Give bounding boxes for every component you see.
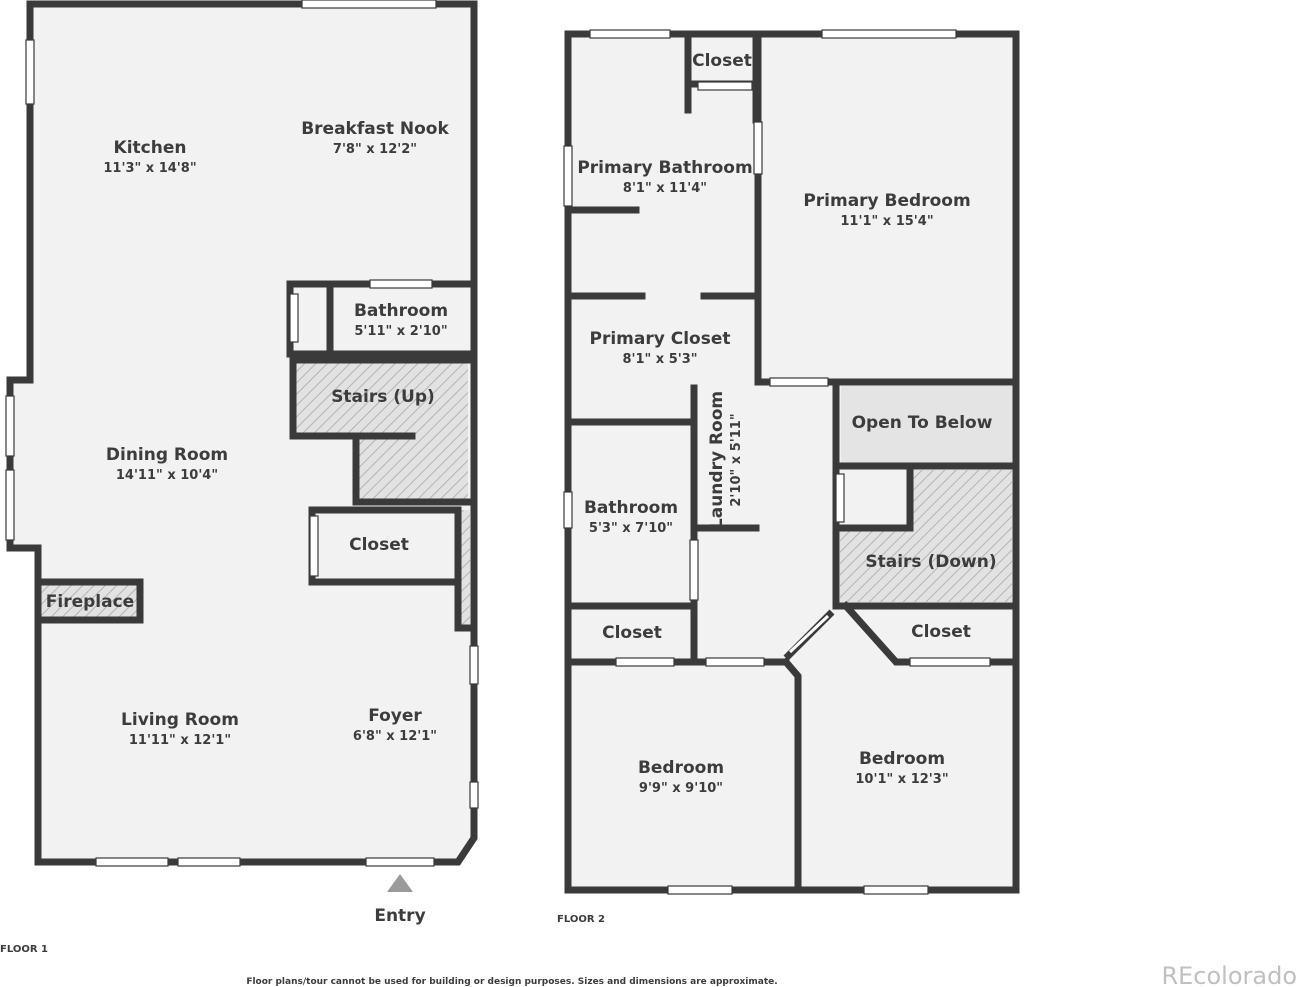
door-opening bbox=[615, 657, 675, 667]
door-entry bbox=[365, 857, 435, 867]
primary-bedroom-label: Primary Bedroom bbox=[803, 191, 970, 211]
living-room-dim: 11'11" x 12'1" bbox=[129, 733, 231, 748]
bedroom-left-label: Bedroom bbox=[638, 758, 724, 778]
living-room-label: Living Room bbox=[121, 710, 239, 730]
kitchen-dim: 11'3" x 14'8" bbox=[103, 161, 196, 176]
fireplace-box bbox=[40, 584, 140, 618]
floor-2: Closet Primary Bathroom 8'1" x 11'4" Pri… bbox=[557, 29, 1020, 925]
dining-room-dim: 14'11" x 10'4" bbox=[116, 468, 218, 483]
window bbox=[589, 29, 671, 39]
window bbox=[301, 0, 437, 9]
primary-bathroom-dim: 8'1" x 11'4" bbox=[623, 181, 707, 196]
laundry-room-label: Laundry Room bbox=[707, 391, 727, 529]
window bbox=[667, 885, 733, 895]
primary-closet-dim: 8'1" x 5'3" bbox=[622, 352, 697, 367]
door-opening-diagonal-inner bbox=[788, 614, 830, 654]
floor-2-exterior-wall bbox=[564, 30, 1020, 894]
door-opening bbox=[753, 121, 763, 175]
foyer-label: Foyer bbox=[368, 706, 422, 726]
window bbox=[25, 39, 35, 105]
bedroom-left-dim: 9'9" x 9'10" bbox=[639, 781, 723, 796]
open-to-below-area bbox=[841, 386, 1013, 464]
open-below-walls bbox=[836, 462, 1020, 532]
closet-left-label: Closet bbox=[602, 623, 662, 643]
breakfast-nook-dim: 7'8" x 12'2" bbox=[333, 142, 417, 157]
dining-room-label: Dining Room bbox=[106, 445, 228, 465]
bathroom-1-label: Bathroom bbox=[354, 301, 448, 321]
floor-1-label: FLOOR 1 bbox=[0, 944, 48, 955]
stairs-down-area bbox=[840, 470, 1012, 602]
stairs-down-label: Stairs (Down) bbox=[865, 552, 996, 572]
floor-1: Kitchen 11'3" x 14'8" Breakfast Nook 7'8… bbox=[0, 0, 479, 955]
door-opening bbox=[835, 473, 845, 523]
window bbox=[563, 491, 573, 529]
door-opening bbox=[909, 657, 991, 667]
foyer-dim: 6'8" x 12'1" bbox=[353, 729, 437, 744]
window bbox=[5, 395, 15, 457]
floor-2-label: FLOOR 2 bbox=[557, 914, 605, 925]
entry-arrow-icon bbox=[387, 874, 413, 892]
door-opening bbox=[769, 377, 829, 387]
primary-bath-walls bbox=[564, 30, 762, 386]
primary-closet-label: Primary Closet bbox=[590, 329, 731, 349]
bathroom-2-dim: 5'3" x 7'10" bbox=[589, 521, 673, 536]
floor-1-exterior-wall bbox=[6, 0, 478, 866]
primary-bedroom-dim: 11'1" x 15'4" bbox=[840, 214, 933, 229]
disclaimer-text: Floor plans/tour cannot be used for buil… bbox=[246, 977, 777, 987]
window bbox=[309, 515, 319, 577]
fireplace-label: Fireplace bbox=[46, 592, 134, 612]
window bbox=[5, 469, 15, 541]
bathroom-1-dim: 5'11" x 2'10" bbox=[354, 324, 447, 339]
brand-logo: REcolorado bbox=[1161, 962, 1297, 987]
bedroom-divider-walls bbox=[781, 657, 802, 894]
door-opening bbox=[705, 657, 765, 667]
bedroom-right-label: Bedroom bbox=[859, 749, 945, 769]
window bbox=[821, 29, 957, 39]
window bbox=[863, 885, 929, 895]
bathroom-2-label: Bathroom bbox=[584, 498, 678, 518]
kitchen-label: Kitchen bbox=[114, 138, 187, 158]
stairs-up-area bbox=[295, 362, 468, 502]
closet-top-label: Closet bbox=[692, 51, 752, 71]
window bbox=[95, 857, 169, 867]
window bbox=[563, 145, 573, 207]
stairs-up-label: Stairs (Up) bbox=[331, 387, 435, 407]
floor-1-area bbox=[10, 4, 474, 862]
window bbox=[369, 279, 433, 289]
window bbox=[469, 781, 479, 809]
bedroom-right-dim: 10'1" x 12'3" bbox=[855, 772, 948, 787]
primary-bathroom-label: Primary Bathroom bbox=[577, 158, 752, 178]
window bbox=[289, 293, 299, 343]
laundry-room-dim: 2'10" x 5'11" bbox=[729, 413, 744, 506]
stairs-up-walls bbox=[289, 356, 474, 506]
window bbox=[469, 645, 479, 685]
door-opening bbox=[697, 81, 753, 91]
window bbox=[177, 857, 241, 867]
open-to-below-label: Open To Below bbox=[852, 413, 993, 433]
laundry-room-label-group: Laundry Room 2'10" x 5'11" bbox=[707, 391, 744, 529]
door-opening bbox=[689, 539, 699, 601]
closet-right-label: Closet bbox=[911, 622, 971, 642]
breakfast-nook-label: Breakfast Nook bbox=[301, 119, 449, 139]
closet-1-label: Closet bbox=[349, 535, 409, 555]
entry-label: Entry bbox=[374, 906, 425, 926]
fireplace-walls bbox=[34, 578, 144, 624]
